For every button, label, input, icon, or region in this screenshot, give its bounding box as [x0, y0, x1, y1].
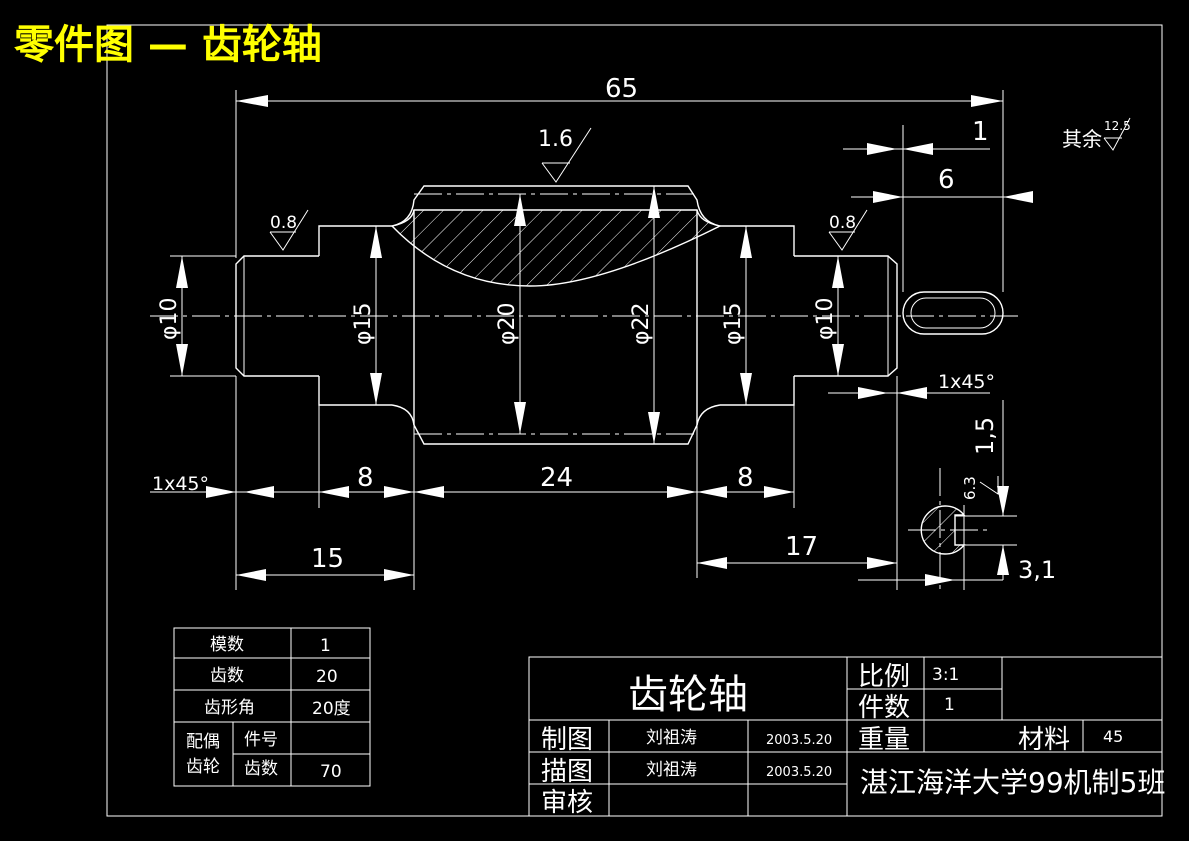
section-view [858, 400, 1017, 590]
title-block-traced-name: 刘祖涛 [646, 760, 697, 780]
title-block-traced-date: 2003.5.20 [766, 765, 832, 780]
title-block [528, 656, 1163, 817]
dim-dia-left-end: φ10 [157, 297, 182, 340]
dim-key-length: 6 [938, 165, 955, 195]
title-block-traced-label: 描图 [541, 757, 593, 787]
roughness-right: 0.8 [829, 213, 856, 233]
dim-len-gear: 24 [540, 463, 573, 493]
roughness-keyway: 6.3 [961, 476, 979, 500]
roughness-other-value: 12.5 [1104, 119, 1131, 133]
dim-overall-length: 65 [605, 74, 638, 104]
title-block-part-name: 齿轮轴 [628, 672, 748, 718]
title-block-qty-label: 件数 [858, 693, 910, 723]
dim-len-left-journal: 8 [357, 463, 374, 493]
page-title: 零件图 — 齿轮轴 [14, 22, 322, 68]
dim-dia-tip: φ22 [629, 302, 654, 345]
dim-chamfer-right: 1x45° [938, 371, 995, 393]
gear-parameter-table [173, 627, 371, 787]
roughness-left: 0.8 [270, 213, 297, 233]
gear-table-label-module: 模数 [210, 635, 244, 655]
dim-chamfer-left: 1x45° [152, 473, 209, 495]
dim-len-right-section: 17 [785, 532, 818, 562]
roughness-gear: 1.6 [538, 127, 573, 152]
dim-dia-right-journal: φ15 [721, 302, 746, 345]
title-block-checked-label: 审核 [541, 788, 593, 818]
title-block-qty-value: 1 [944, 695, 955, 715]
gear-table-mate-teeth-label: 齿数 [244, 759, 278, 779]
dim-len-right-journal: 8 [737, 463, 754, 493]
dim-key-offset: 1 [972, 117, 989, 147]
title-block-material-value: 45 [1103, 727, 1123, 746]
dim-key-depth: 1,5 [971, 417, 999, 455]
gear-table-mating-1: 配偶 [186, 732, 220, 752]
gear-table-label-angle: 齿形角 [204, 698, 255, 718]
dim-dia-left-journal: φ15 [351, 302, 376, 345]
title-block-drawn-label: 制图 [541, 725, 593, 755]
title-block-scale-value: 3:1 [932, 665, 959, 685]
dim-dia-right-end: φ10 [813, 297, 838, 340]
title-block-school: 湛江海洋大学99机制5班 [860, 766, 1165, 799]
gear-table-mating-2: 齿轮 [186, 757, 220, 777]
roughness-symbols [269, 117, 1131, 495]
roughness-other-label: 其余 [1062, 127, 1102, 151]
title-block-drawn-name: 刘祖涛 [646, 728, 697, 748]
section-hatch [390, 209, 723, 287]
title-block-weight-label: 重量 [858, 725, 910, 755]
title-block-material-label: 材料 [1018, 725, 1070, 755]
dim-key-width: 3,1 [1018, 556, 1056, 584]
gear-table-value-module: 1 [320, 636, 331, 656]
title-block-scale-label: 比例 [858, 662, 910, 692]
dim-len-left-to-gear: 15 [311, 544, 344, 574]
dim-dia-root: φ20 [495, 302, 520, 345]
title-block-drawn-date: 2003.5.20 [766, 733, 832, 748]
dimension-lines [150, 90, 1033, 590]
gear-table-label-teeth: 齿数 [210, 666, 244, 686]
gear-table-part-no-label: 件号 [244, 730, 278, 750]
gear-table-value-angle: 20度 [312, 699, 351, 719]
gear-table-mate-teeth-value: 70 [320, 762, 342, 782]
gear-table-value-teeth: 20 [316, 667, 338, 687]
